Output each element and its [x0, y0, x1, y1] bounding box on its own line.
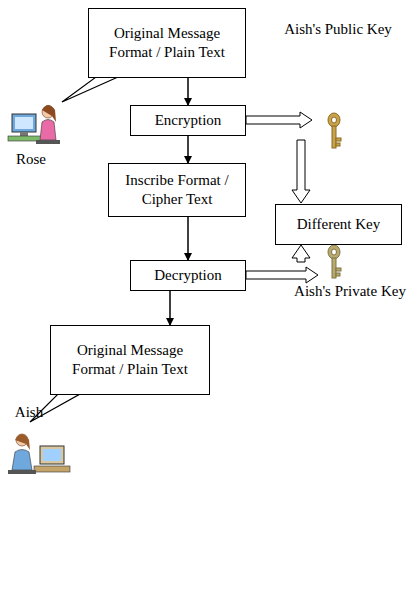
node-text: Different Key [297, 215, 380, 234]
node-text: Original Message Format / Plain Text [57, 341, 203, 379]
key-icon [328, 113, 341, 148]
node-text: Original Message Format / Plain Text [95, 24, 239, 62]
person-name: Rose [6, 150, 56, 168]
flow-arrow [187, 136, 189, 163]
node-text: Encryption [155, 111, 222, 130]
process-box: Decryption [130, 260, 246, 291]
key-label: Aish's Private Key [290, 282, 410, 300]
key-icon [328, 245, 341, 278]
bubble-tail [62, 77, 118, 102]
key-box: Different Key [275, 204, 402, 245]
flow-arrow [187, 217, 189, 260]
person-name: Aish [4, 403, 54, 421]
speech-bubble: Original Message Format / Plain Text [50, 325, 210, 395]
process-box: Encryption [130, 105, 246, 136]
hollow-arrow [292, 245, 310, 262]
hollow-arrow [246, 112, 312, 128]
flow-arrow [187, 78, 189, 105]
person-at-computer [8, 105, 60, 144]
key-label: Aish's Public Key [278, 20, 398, 38]
hollow-arrow [246, 267, 318, 283]
node-text: Decryption [154, 266, 221, 285]
process-box: Inscribe Format / Cipher Text [108, 163, 246, 217]
person-at-computer [8, 434, 70, 474]
speech-bubble: Original Message Format / Plain Text [88, 8, 246, 78]
node-text: Inscribe Format / Cipher Text [115, 171, 239, 209]
hollow-arrow [292, 140, 310, 203]
flow-arrow [169, 291, 171, 325]
